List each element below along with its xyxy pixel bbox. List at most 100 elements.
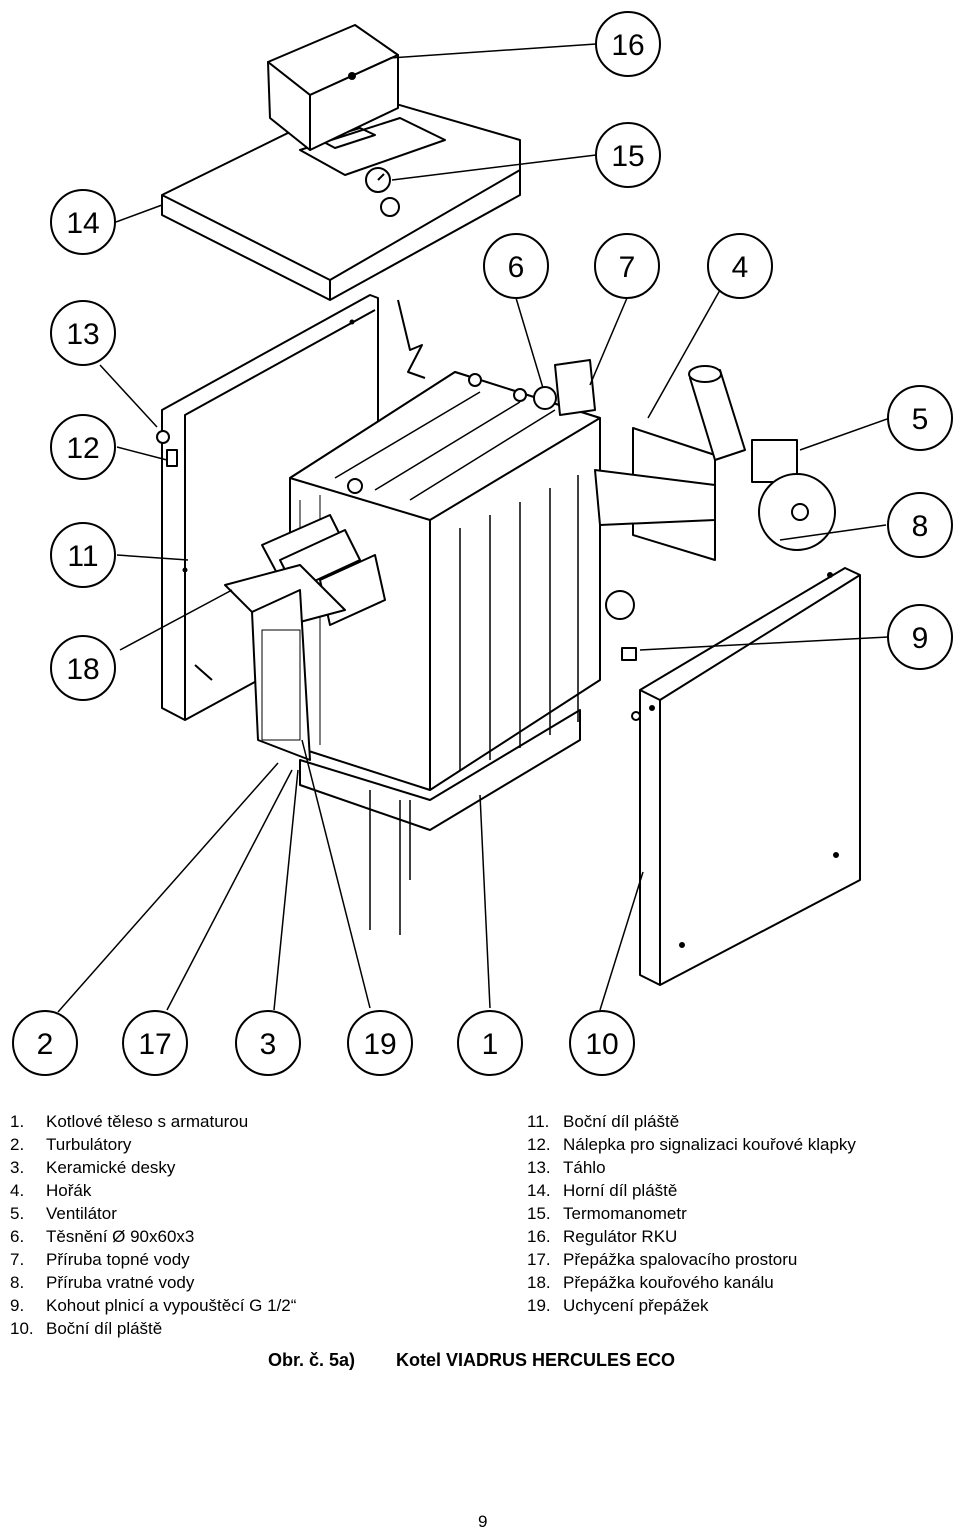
- regulator-box-part: [267, 24, 399, 151]
- callout-circle: [235, 1010, 301, 1076]
- legend-item: 8. Příruba vratné vody: [10, 1271, 296, 1294]
- page-number: 9: [478, 1512, 488, 1531]
- figure-label: Obr. č. 5a): [268, 1350, 356, 1370]
- legend-number: 14.: [527, 1181, 551, 1200]
- burner-assembly-part: [533, 359, 836, 661]
- callout-number: 18: [66, 653, 99, 686]
- callout-circle: [887, 604, 953, 670]
- legend-right-column: 11. Boční díl pláště 12. Nálepka pro signa…: [527, 1110, 856, 1317]
- callout-number: 7: [619, 251, 636, 284]
- ceramic-plates-part: [224, 514, 386, 761]
- callout-number: 3: [260, 1028, 277, 1061]
- callout-number: 16: [611, 29, 644, 62]
- callout-circle: [707, 233, 773, 299]
- legend-item: 6. Těsnění Ø 90x60x3: [10, 1225, 296, 1248]
- legend-number: 4.: [10, 1181, 25, 1200]
- legend-number: 18.: [527, 1273, 551, 1292]
- thermomanometer-part: [365, 167, 400, 217]
- legend-item: 19. Uchycení přepážek: [527, 1294, 856, 1317]
- legend-item: 3. Keramické desky: [10, 1156, 296, 1179]
- legend-text: Nálepka pro signalizaci kouřové klapky: [563, 1135, 856, 1154]
- legend-number: 5.: [10, 1204, 25, 1223]
- legend-item: 17. Přepážka spalovacího prostoru: [527, 1248, 856, 1271]
- callout-circle: [595, 122, 661, 188]
- legend-text: Uchycení přepážek: [563, 1296, 709, 1315]
- legend-text: Keramické desky: [46, 1158, 176, 1177]
- legend-text: Přepážka spalovacího prostoru: [563, 1250, 798, 1269]
- legend-item: 16.Regulátor RKU: [527, 1225, 856, 1248]
- legend-item: 15. Termomanometr: [527, 1202, 856, 1225]
- callout-circle: [50, 635, 116, 701]
- legend-text: Boční díl pláště: [46, 1319, 163, 1338]
- callout-number: 13: [66, 318, 99, 351]
- legend-text: Přepážka kouřového kanálu: [563, 1273, 774, 1292]
- legend-item: 7. Příruba topné vody: [10, 1248, 296, 1271]
- legend-number: 11.: [527, 1112, 550, 1131]
- callout-number: 1: [482, 1028, 499, 1061]
- callout-circle: [887, 492, 953, 558]
- legend-number: 19.: [527, 1296, 551, 1315]
- legend-text: Kohout plnicí a vypouštěcí G 1/2“: [46, 1296, 297, 1315]
- legend-text: Hořák: [46, 1181, 92, 1200]
- boiler-body-part: [289, 371, 601, 935]
- legend-number: 17.: [527, 1250, 551, 1269]
- legend-text: Boční díl pláště: [563, 1112, 680, 1131]
- callout-circle: [50, 300, 116, 366]
- legend-number: 8.: [10, 1273, 25, 1292]
- legend-item: 12. Nálepka pro signalizaci kouřové klapk…: [527, 1133, 856, 1156]
- callout-number: 14: [66, 207, 99, 240]
- callout-circle: [50, 189, 116, 255]
- rod-part: [156, 299, 426, 467]
- legend-item: 9. Kohout plnicí a vypouštěcí G 1/2“: [10, 1294, 296, 1317]
- legend-number: 3.: [10, 1158, 25, 1177]
- callout-circle: [457, 1010, 523, 1076]
- callout-number: 8: [912, 510, 929, 543]
- callout-number: 12: [66, 432, 99, 465]
- legend-item: 18. Přepážka kouřového kanálu: [527, 1271, 856, 1294]
- callout-circle: [12, 1010, 78, 1076]
- legend-text: Příruba vratné vody: [46, 1273, 195, 1292]
- legend-text: Těsnění Ø 90x60x3: [46, 1227, 195, 1246]
- callout-circle: [569, 1010, 635, 1076]
- legend-text: Horní díl pláště: [563, 1181, 678, 1200]
- callout-number: 10: [585, 1028, 618, 1061]
- legend-item: 13. Táhlo: [527, 1156, 856, 1179]
- legend-number: 10.: [10, 1319, 34, 1338]
- legend-text: Ventilátor: [46, 1204, 117, 1223]
- callout-circle: [887, 385, 953, 451]
- callout-number: 19: [363, 1028, 396, 1061]
- legend-text: Termomanometr: [563, 1204, 687, 1223]
- legend-item: 14. Horní díl pláště: [527, 1179, 856, 1202]
- legend-number: 6.: [10, 1227, 25, 1246]
- callout-circle: [50, 522, 116, 588]
- legend-number: 15.: [527, 1204, 551, 1223]
- legend-number: 12.: [527, 1135, 551, 1154]
- callout-number: 9: [912, 622, 929, 655]
- figure-title: Kotel VIADRUS HERCULES ECO: [396, 1350, 676, 1370]
- callout-number: 15: [611, 140, 644, 173]
- legend-text: Kotlové těleso s armaturou: [46, 1112, 249, 1131]
- legend-text: Příruba topné vody: [46, 1250, 190, 1269]
- right-side-panel-part: [631, 567, 861, 986]
- legend-number: 9.: [10, 1296, 25, 1315]
- legend-item: 4. Hořák: [10, 1179, 296, 1202]
- callout-circle: [50, 414, 116, 480]
- callout-number: 4: [732, 251, 749, 284]
- callout-number: 5: [912, 403, 929, 436]
- callout-circle: [483, 233, 549, 299]
- callout-number: 6: [508, 251, 525, 284]
- legend-number: 13.: [527, 1158, 551, 1177]
- legend-item: 2.Turbulátory: [10, 1133, 296, 1156]
- legend-item: 5. Ventilátor: [10, 1202, 296, 1225]
- callout-circle: [594, 233, 660, 299]
- callout-number: 11: [67, 540, 98, 573]
- legend-text: Táhlo: [563, 1158, 606, 1177]
- callout-circle: [595, 11, 661, 77]
- callout-circle: [347, 1010, 413, 1076]
- legend-number: 16.: [527, 1227, 551, 1246]
- legend-number: 7.: [10, 1250, 25, 1269]
- callout-circle: [122, 1010, 188, 1076]
- legend-number: 1.: [10, 1112, 25, 1131]
